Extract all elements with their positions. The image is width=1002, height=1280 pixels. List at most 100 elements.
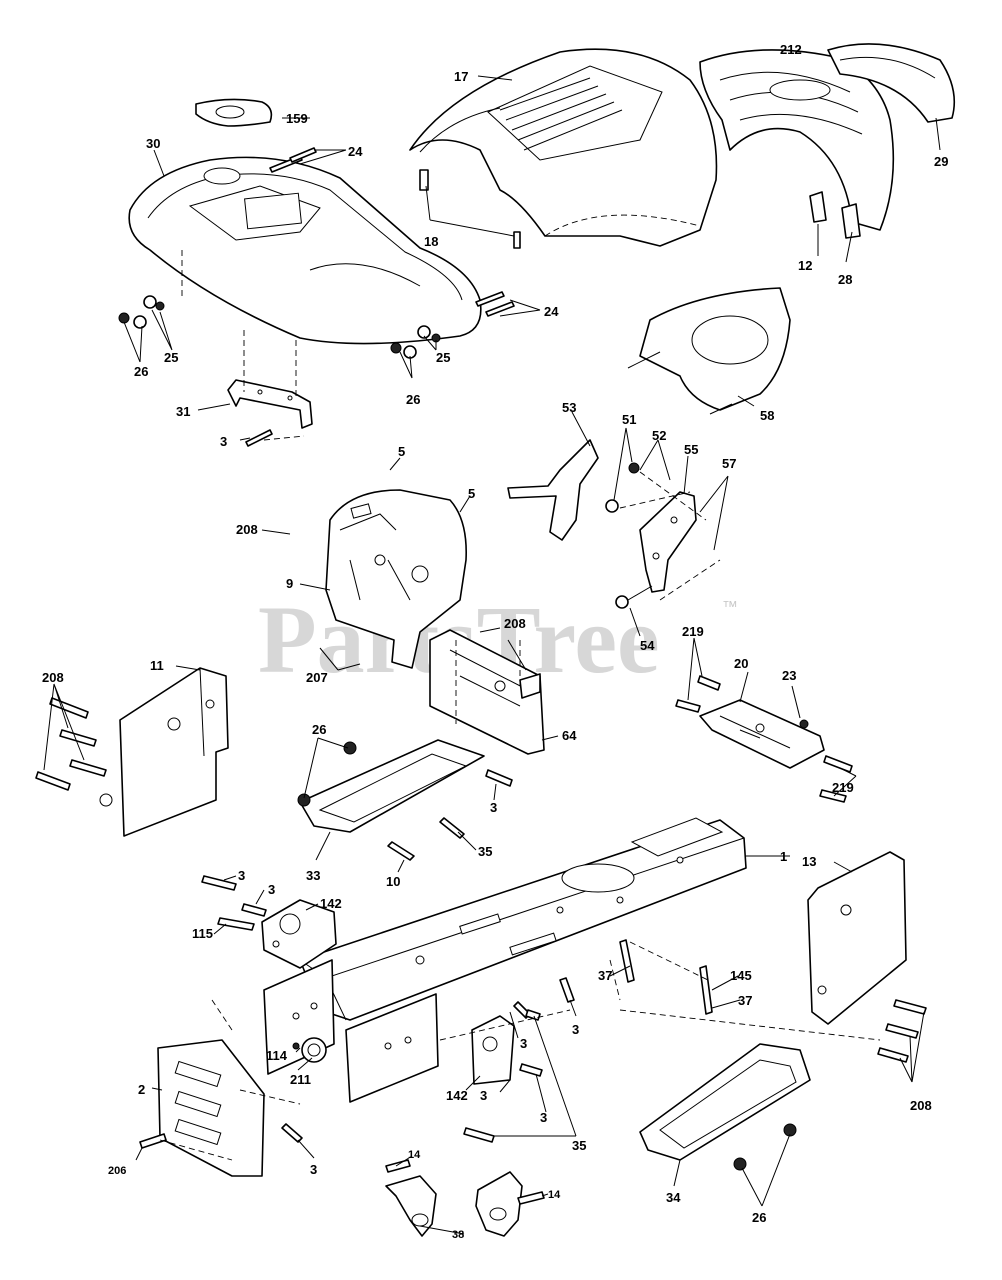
hardware-208-right[interactable] [877, 999, 927, 1063]
hardware-14[interactable] [385, 1159, 545, 1205]
callout-3-footrest: 3 [490, 800, 497, 815]
part-12-clip[interactable] [809, 191, 827, 223]
callout-9: 9 [286, 576, 293, 591]
callout-145: 145 [730, 968, 752, 983]
callout-24: 24 [348, 144, 363, 159]
hardware-screw-3a[interactable] [245, 429, 273, 447]
callout-37-lower: 37 [738, 993, 752, 1008]
callout-219-lower: 219 [832, 780, 854, 795]
alignment-lines [159, 250, 881, 1161]
callout-33: 33 [306, 868, 320, 883]
hardware-screws-24a[interactable] [269, 147, 317, 173]
callout-11: 11 [150, 658, 164, 673]
part-30-dash-panel[interactable] [128, 156, 482, 345]
callout-3-left-a: 3 [238, 868, 245, 883]
callout-208-console: 208 [504, 616, 526, 631]
part-11-side-panel[interactable] [99, 667, 229, 837]
callout-35-lower: 35 [572, 1138, 586, 1153]
part-17-hood[interactable] [409, 48, 718, 247]
part-142-bracket-lower[interactable] [471, 1015, 515, 1085]
callout-26-left: 26 [134, 364, 148, 379]
hardware-54[interactable] [615, 585, 653, 609]
part-38-bracket-right[interactable] [475, 1171, 523, 1237]
callout-3-front: 3 [310, 1162, 317, 1177]
part-55-plate[interactable] [639, 491, 697, 593]
part-frame-plate-center[interactable] [345, 993, 439, 1103]
part-53-bracket[interactable] [507, 439, 599, 541]
part-28-bracket[interactable] [841, 203, 861, 239]
hardware-219[interactable] [675, 675, 853, 803]
callout-38: 38 [452, 1229, 464, 1241]
callout-211: 211 [290, 1072, 311, 1087]
leader-lines [43, 75, 941, 1235]
part-1-main-frame[interactable] [299, 817, 747, 1021]
callout-18: 18 [424, 234, 438, 249]
hardware-nuts-left[interactable] [118, 295, 165, 329]
callout-30: 30 [146, 136, 160, 151]
callout-115: 115 [192, 926, 213, 941]
part-2-front-bracket[interactable] [157, 1039, 265, 1177]
callout-51: 51 [622, 412, 636, 427]
callout-55: 55 [684, 442, 698, 457]
part-20-plate[interactable] [699, 699, 825, 769]
part-64-console-bracket[interactable] [429, 629, 545, 755]
callout-5-upper: 5 [398, 444, 405, 459]
callout-29: 29 [934, 154, 948, 169]
callout-219-upper: 219 [682, 624, 704, 639]
callout-206: 206 [108, 1165, 126, 1177]
callout-26-right: 26 [406, 392, 420, 407]
part-38-bracket-left[interactable] [385, 1175, 437, 1237]
callout-3-left-b: 3 [268, 882, 275, 897]
callout-20: 20 [734, 656, 748, 671]
part-142-bracket-upper[interactable] [261, 899, 337, 969]
callout-114: 114 [266, 1048, 288, 1063]
callout-24-right: 24 [544, 304, 559, 319]
part-18-clips[interactable] [419, 169, 521, 249]
callout-5-lower: 5 [468, 486, 475, 501]
part-114-211-bearing[interactable] [292, 1037, 327, 1063]
callout-207: 207 [306, 670, 328, 685]
callout-23: 23 [782, 668, 796, 683]
hardware-37-145[interactable] [619, 939, 713, 1015]
callout-10: 10 [386, 874, 400, 889]
callout-208-right: 208 [910, 1098, 932, 1113]
hardware-35-bolts[interactable] [463, 1009, 541, 1143]
callout-1: 1 [780, 849, 787, 864]
callout-2: 2 [138, 1082, 145, 1097]
hardware-3-cluster[interactable] [281, 977, 575, 1143]
part-33-footrest[interactable] [297, 739, 485, 833]
callout-208-dash: 208 [236, 522, 258, 537]
hardware-51-52[interactable] [605, 462, 707, 521]
callout-3-dash: 3 [220, 434, 227, 449]
hardware-33-bolts[interactable] [387, 769, 513, 861]
hardware-screws-24b[interactable] [475, 291, 515, 317]
hardware-3-115[interactable] [201, 875, 267, 931]
callout-12: 12 [798, 258, 812, 273]
callout-3-frame-a: 3 [572, 1022, 579, 1037]
part-34-footrest[interactable] [639, 1043, 811, 1171]
callout-58: 58 [760, 408, 774, 423]
hardware-208-left[interactable] [35, 697, 107, 791]
callout-3-frame-b: 3 [520, 1036, 527, 1051]
part-9-dash-support[interactable] [325, 489, 467, 669]
callout-31: 31 [176, 404, 190, 419]
callout-212: 212 [780, 42, 802, 57]
part-13-side-panel[interactable] [807, 851, 907, 1025]
part-29-trim[interactable] [827, 43, 956, 123]
hardware-206[interactable] [139, 1133, 167, 1149]
callout-35-upper: 35 [478, 844, 492, 859]
callout-34: 34 [666, 1190, 681, 1205]
callout-52: 52 [652, 428, 666, 443]
part-159-dash-insert[interactable] [195, 98, 273, 127]
callout-numbers: 17 212 159 24 30 29 18 12 28 24 25 26 26… [42, 42, 948, 1241]
part-58-deflector[interactable] [627, 287, 791, 415]
callout-159: 159 [286, 111, 308, 126]
callout-208-left: 208 [42, 670, 64, 685]
callout-28: 28 [838, 272, 852, 287]
watermark-trademark: ™ [722, 599, 738, 616]
callout-17: 17 [454, 69, 468, 84]
part-31-bracket[interactable] [227, 379, 313, 429]
hardware-nuts-right[interactable] [390, 325, 441, 359]
callout-13: 13 [802, 854, 816, 869]
